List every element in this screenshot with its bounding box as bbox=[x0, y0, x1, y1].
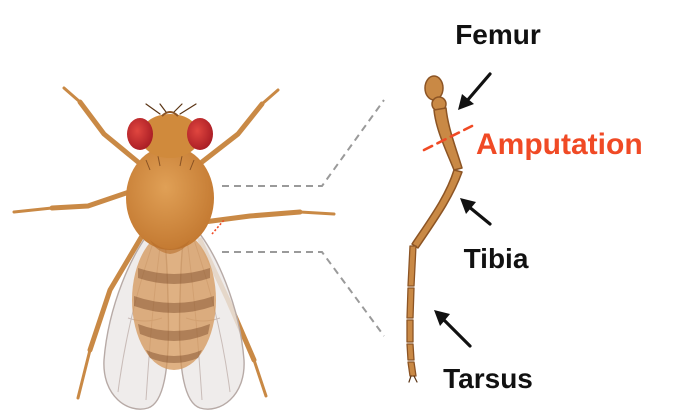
tibia-arrow bbox=[460, 198, 490, 224]
fruit-fly-illustration bbox=[14, 88, 334, 409]
femur-label: Femur bbox=[455, 19, 541, 50]
tibia-segment bbox=[412, 170, 462, 248]
tibia-label: Tibia bbox=[464, 243, 529, 274]
amputation-label: Amputation bbox=[476, 128, 643, 161]
fly-thorax bbox=[126, 146, 214, 250]
right-eye bbox=[187, 118, 213, 150]
tarsus-arrow bbox=[434, 310, 470, 346]
tarsus-segments bbox=[407, 246, 416, 376]
femur-arrow bbox=[458, 74, 490, 110]
left-eye bbox=[127, 118, 153, 150]
fly-head bbox=[127, 104, 213, 158]
tarsus-label: Tarsus bbox=[443, 363, 533, 394]
femur-segment bbox=[434, 108, 462, 170]
